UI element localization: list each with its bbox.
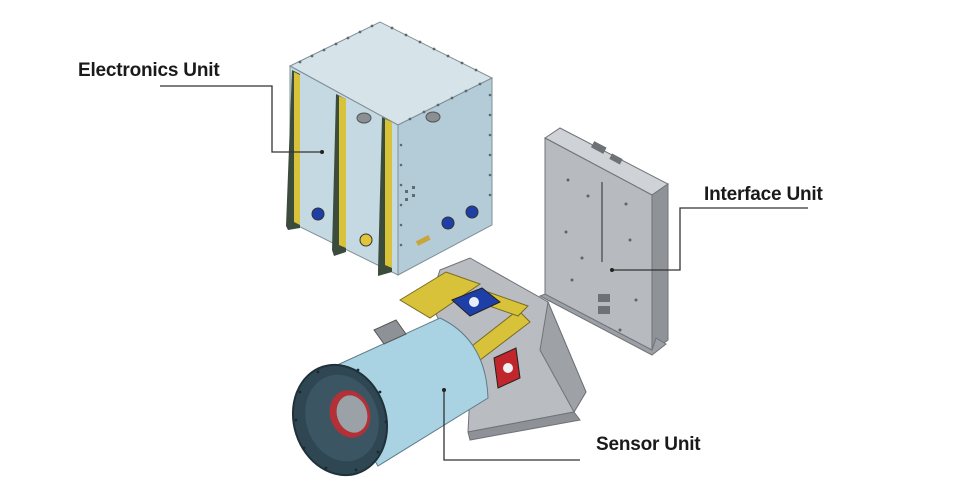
interface-unit [538, 127, 669, 356]
electronics-unit [286, 21, 494, 276]
electronics-unit-label: Electronics Unit [78, 60, 220, 81]
interface-leader-line [612, 207, 808, 271]
leader-lines [160, 85, 808, 461]
sensor-leader-line [443, 390, 580, 461]
leader-endpoints [320, 150, 614, 392]
sensor-unit-label: Sensor Unit [596, 434, 701, 455]
electronics-leader-line [160, 85, 322, 153]
interface-unit-label: Interface Unit [704, 184, 823, 205]
sensor-unit [291, 257, 587, 477]
